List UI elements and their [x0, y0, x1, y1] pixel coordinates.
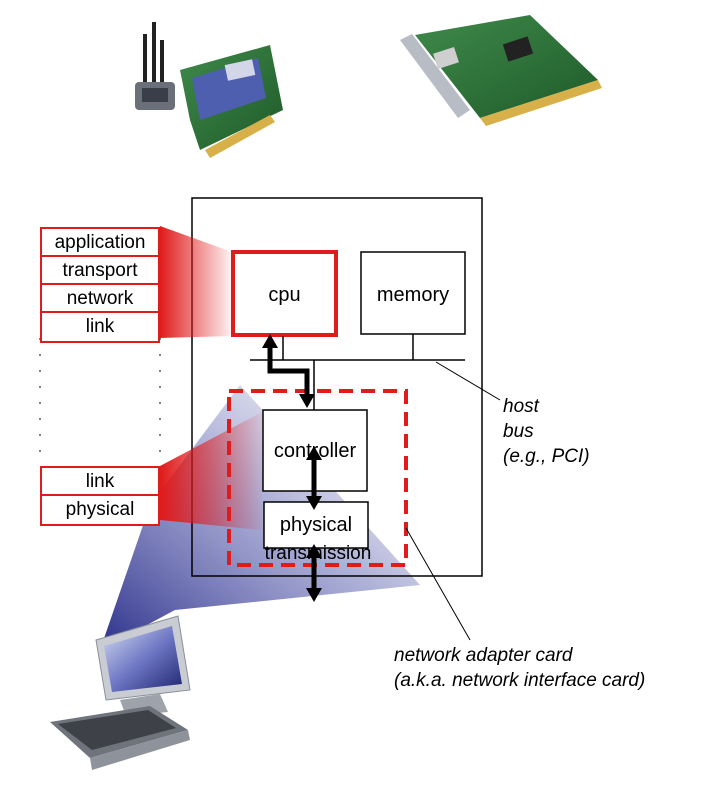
host-bus-note-line1: host: [503, 396, 539, 417]
cpu-controller-link: [267, 346, 310, 396]
host-box: [191, 197, 483, 577]
memory-label: memory: [376, 284, 450, 306]
arrowhead-down-physical: [306, 496, 322, 510]
adapter-leader: [405, 527, 471, 641]
memory-box: [360, 251, 466, 335]
protocol-stack-adapter: link physical: [40, 466, 160, 526]
controller-label: controller: [273, 440, 357, 462]
stack-row-network: network: [42, 285, 158, 313]
stack-row-link: link: [85, 316, 115, 337]
cpu-box: [231, 250, 338, 337]
desktop-computer-image: [50, 615, 191, 770]
arrowhead-down-controller: [299, 394, 315, 408]
arrowhead-up-controller: [306, 446, 322, 460]
arrowhead-up-cpu: [262, 334, 278, 348]
stack-row-physical: physical: [65, 499, 135, 520]
stack-row-transport: transport: [42, 257, 158, 285]
adapter-card-note: network adapter card (a.k.a. network int…: [394, 643, 645, 693]
arrowhead-up-transmission: [306, 544, 322, 558]
host-bus-note: host bus (e.g., PCI): [503, 394, 590, 469]
transmission-label: transmission: [264, 543, 372, 564]
adapter-card-note-line2: (a.k.a. network interface card): [394, 670, 646, 691]
ethernet-nic-card-image: [400, 15, 602, 126]
stack-row-link-adapter: link: [42, 468, 158, 496]
adapter-card-box: [227, 389, 408, 567]
adapter-card-note-line1: network adapter card: [394, 645, 573, 666]
cpu-label: cpu: [268, 284, 301, 306]
host-bus-note-line2: bus: [503, 421, 534, 442]
stack-row-application: application: [42, 229, 158, 257]
stack-to-cpu-beam: [160, 226, 232, 338]
stack-to-adapter-beam: [160, 412, 262, 530]
physical-label: physical: [279, 514, 353, 536]
host-bus-leader: [435, 361, 501, 401]
protocol-stack-host: application transport network link: [40, 227, 160, 343]
host-bus-note-line3: (e.g., PCI): [503, 446, 590, 467]
wireless-nic-card-image: [135, 22, 283, 158]
arrowhead-down-transmission: [306, 588, 322, 602]
